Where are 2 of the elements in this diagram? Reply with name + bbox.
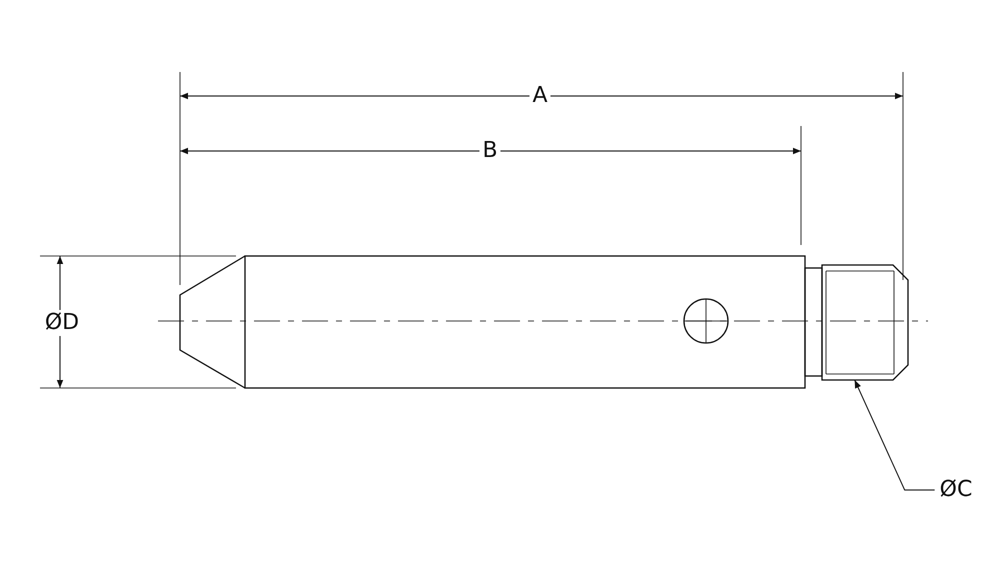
leader-line (854, 380, 936, 490)
thread-drawing (821, 264, 909, 381)
